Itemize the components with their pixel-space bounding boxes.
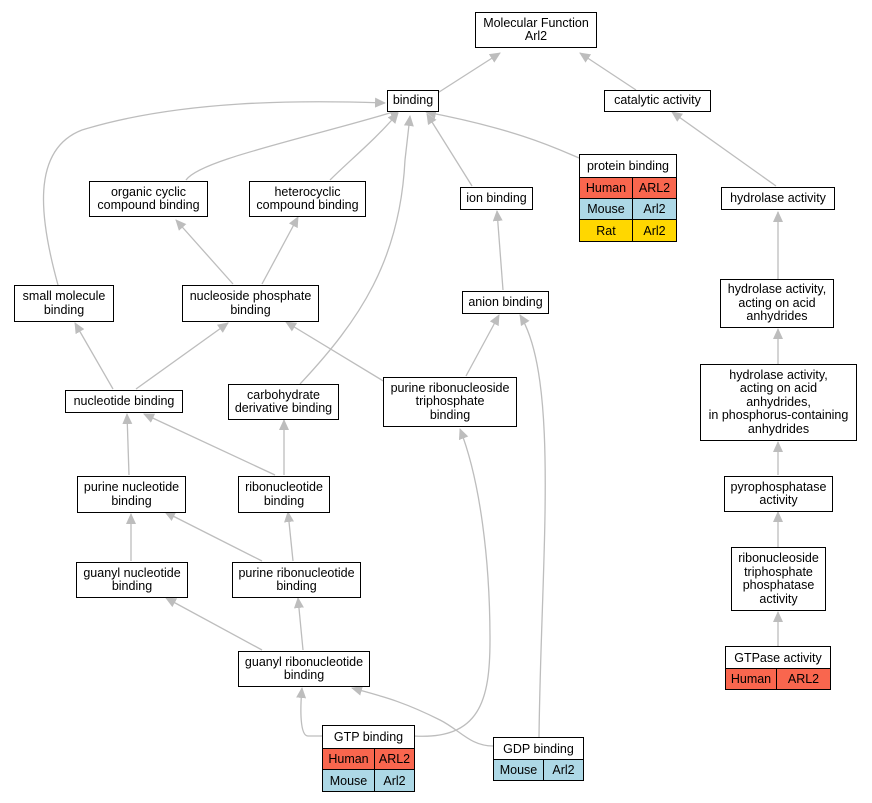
node-ribonucleotide-binding[interactable]: ribonucleotide binding (238, 476, 330, 513)
species-cell: Human (726, 669, 776, 689)
node-ribonucleoside-triphosphate-phosphatase[interactable]: ribonucleoside triphosphate phosphatase … (731, 547, 826, 611)
node-hydrolase-activity[interactable]: hydrolase activity (721, 187, 835, 210)
gene-cell: Arl2 (374, 770, 414, 791)
node-gdp-binding[interactable]: GDP binding Mouse Arl2 (493, 737, 584, 781)
edge-guanyl-ribonucleotide-purine-ribonucleotide (293, 597, 304, 651)
node-hydrolase-acting-acid-anhydrides[interactable]: hydrolase activity, acting on acid anhyd… (720, 279, 834, 328)
edge-nucleoside-phosphate-organic (175, 219, 234, 285)
node-nucleoside-phosphate-binding[interactable]: nucleoside phosphate binding (182, 285, 319, 322)
species-cell: Mouse (580, 199, 632, 220)
node-purine-ribonucleotide-binding[interactable]: purine ribonucleotide binding (232, 562, 361, 598)
gene-cell: ARL2 (632, 178, 676, 199)
node-catalytic-activity[interactable]: catalytic activity (604, 90, 711, 112)
edge-gtp-purine-ribonucleoside-triphosphate (413, 428, 491, 737)
species-cell: Rat (580, 220, 632, 241)
node-hydrolase-phosphorus-containing[interactable]: hydrolase activity, acting on acid anhyd… (700, 364, 857, 441)
species-cell: Human (323, 749, 374, 770)
species-cell: Mouse (494, 760, 543, 780)
node-protein-binding[interactable]: protein binding Human ARL2 Mouse Arl2 Ra… (579, 154, 677, 242)
edge-protein-binding-binding (425, 108, 580, 159)
edge-ribonucleotide-nucleotide (143, 413, 276, 476)
edge-nucleotide-nucleoside-phosphate (135, 322, 229, 390)
edge-catalytic-molecular-function (579, 52, 637, 91)
edge-purine-nucleotide-nucleotide (122, 413, 133, 476)
node-small-molecule-binding[interactable]: small molecule binding (14, 285, 114, 322)
edge-purine-ribonucleotide-ribonucleotide (284, 511, 294, 562)
node-guanyl-nucleotide-binding[interactable]: guanyl nucleotide binding (76, 562, 188, 598)
edge-nucleoside-phosphate-heterocyclic (261, 216, 299, 285)
edge-gdp-anion (519, 314, 546, 738)
node-purine-ribonucleoside-triphosphate-binding[interactable]: purine ribonucleoside triphosphate bindi… (383, 377, 517, 427)
node-title: GTP binding (323, 726, 414, 749)
node-heterocyclic-compound-binding[interactable]: heterocyclic compound binding (249, 181, 366, 217)
edge-nucleotide-small-molecule (74, 322, 114, 390)
node-ion-binding[interactable]: ion binding (460, 187, 533, 210)
node-binding[interactable]: binding (387, 90, 439, 112)
edge-gtp-guanyl-ribonucleotide (296, 687, 322, 737)
node-guanyl-ribonucleotide-binding[interactable]: guanyl ribonucleotide binding (238, 651, 370, 687)
gene-cell: Arl2 (632, 199, 676, 220)
species-cell: Human (580, 178, 632, 199)
gene-cell: ARL2 (374, 749, 414, 770)
gene-cell: Arl2 (543, 760, 583, 780)
edge-organic-cyclic-binding (185, 108, 401, 181)
node-anion-binding[interactable]: anion binding (462, 291, 549, 314)
edge-ion-binding (426, 113, 473, 187)
species-cell: Mouse (323, 770, 374, 791)
edge-purine-ribonucleoside-triphosphate-anion (465, 314, 500, 377)
edge-purine-ribonucleotide-purine-nucleotide (164, 511, 263, 562)
edge-heterocyclic-binding (329, 112, 399, 181)
edge-small-molecule-binding (42, 97, 386, 286)
edge-binding-molecular-function (435, 52, 501, 95)
edge-purine-ribonucleoside-triphosphate-nucleoside (285, 321, 386, 383)
node-organic-cyclic-compound-binding[interactable]: organic cyclic compound binding (89, 181, 208, 217)
edge-gdp-guanyl-ribonucleotide (351, 685, 494, 747)
node-title: GDP binding (494, 738, 583, 760)
node-title: GTPase activity (726, 647, 830, 669)
edge-carbohydrate-binding (299, 115, 414, 385)
node-gtpase-activity[interactable]: GTPase activity Human ARL2 (725, 646, 831, 690)
edge-guanyl-ribonucleotide-guanyl-nucleotide (165, 597, 263, 651)
node-title: protein binding (580, 155, 676, 178)
node-purine-nucleotide-binding[interactable]: purine nucleotide binding (77, 476, 186, 513)
node-nucleotide-binding[interactable]: nucleotide binding (65, 390, 183, 413)
edge-anion-ion (492, 210, 504, 291)
gene-cell: Arl2 (632, 220, 676, 241)
node-carbohydrate-derivative-binding[interactable]: carbohydrate derivative binding (228, 384, 339, 420)
node-pyrophosphatase-activity[interactable]: pyrophosphatase activity (724, 476, 833, 512)
gene-cell: ARL2 (776, 669, 830, 689)
node-molecular-function[interactable]: Molecular Function Arl2 (475, 12, 597, 48)
edge-hydrolase-catalytic (671, 111, 777, 187)
node-gtp-binding[interactable]: GTP binding Human ARL2 Mouse Arl2 (322, 725, 415, 792)
